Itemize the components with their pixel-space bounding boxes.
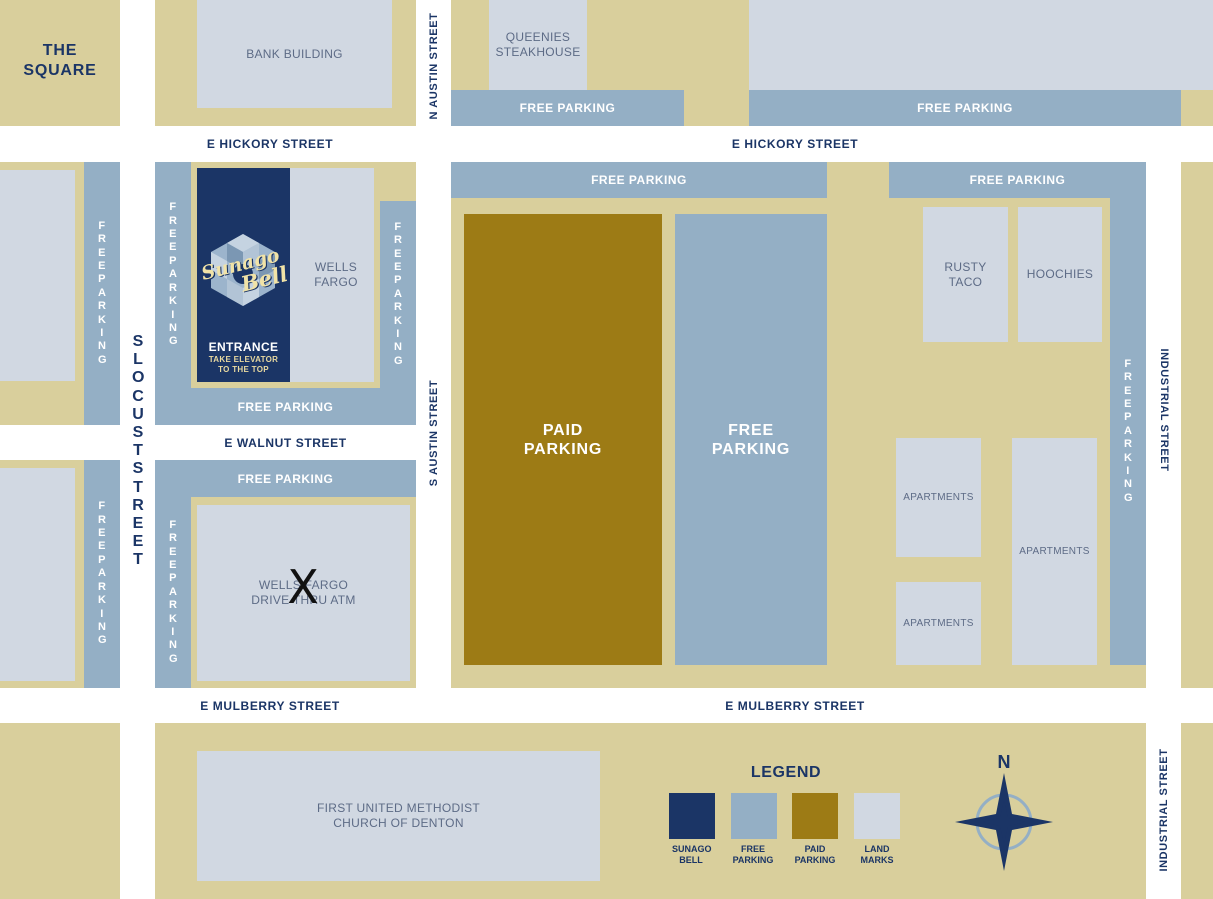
free-parking-lot: FREE PARKING [155, 460, 416, 497]
free-parking-big-label: FREE PARKING [711, 421, 791, 458]
legend-title: LEGEND [750, 764, 822, 781]
street-e-walnut: E WALNUT STREET [224, 435, 347, 450]
street-e-hickory: E HICKORY STREET [731, 137, 859, 151]
elevator-note-line2: TO THE TOP [218, 365, 269, 374]
free-parking-lot: FREE PARKING [451, 90, 684, 126]
free-parking-vertical: FREEPARKING [84, 162, 120, 425]
legend-swatch [792, 793, 838, 839]
the-square-label: THE SQUARE [23, 42, 97, 79]
paid-parking-lot[interactable]: PAID PARKING [464, 214, 662, 665]
legend: LEGEND SUNAGO BELL FREE PARKING PAID PAR… [660, 762, 910, 872]
street-industrial: INDUSTRIAL STREET [1158, 748, 1170, 872]
free-parking-lot: FREE PARKING [749, 90, 1181, 126]
landmark-apartments: APARTMENTS [1012, 438, 1097, 665]
street-e-mulberry: E MULBERRY STREET [200, 698, 340, 713]
landmark-apartments: APARTMENTS [896, 438, 981, 557]
landmark-apartments: APARTMENTS [896, 582, 981, 665]
landmark-church: FIRST UNITED METHODIST CHURCH OF DENTON [197, 751, 600, 881]
compass-north-label: N [997, 752, 1011, 772]
legend-item-free: FREE PARKING [722, 793, 784, 866]
free-parking-vertical: FREEPARKING [155, 497, 191, 688]
location-marker-x[interactable]: X [287, 560, 319, 614]
street-industrial: INDUSTRIAL STREET [1158, 348, 1170, 472]
street-e-mulberry: E MULBERRY STREET [725, 698, 865, 713]
landmark-left-building [0, 170, 75, 381]
street-s-austin: S AUSTIN STREET [428, 379, 440, 487]
free-parking-lot: FREE PARKING [451, 162, 827, 198]
street-s-locust-label: SLOCUSTSTREET [132, 333, 145, 569]
free-parking-vertical: FREEPARKING [84, 460, 120, 688]
legend-label: PAID PARKING [794, 844, 836, 865]
landmark-hoochies: HOOCHIES [1018, 207, 1102, 342]
free-parking-vertical-label: FREEPARKING [169, 518, 179, 665]
landmark-rusty-taco: RUSTY TACO [923, 207, 1008, 342]
street-n-austin: N AUSTIN STREET [428, 12, 440, 120]
block-bottom-left [0, 723, 120, 899]
street-e-hickory: E HICKORY STREET [206, 137, 334, 151]
free-parking-vertical-label: FREEPARKING [169, 201, 179, 348]
legend-swatch [731, 793, 777, 839]
sunago-bell-building[interactable]: Sunago Bell ENTRANCE TAKE ELEVATOR TO TH… [197, 168, 290, 382]
legend-item-paid: PAID PARKING [784, 793, 846, 866]
paid-parking-label: PAID PARKING [523, 421, 603, 458]
landmark-left-building [0, 468, 75, 681]
entrance-label[interactable]: ENTRANCE [208, 340, 279, 354]
block-bottom-right [1181, 723, 1213, 899]
legend-item-sunago: SUNAGO BELL [660, 793, 722, 866]
landmark-wells-fargo-atm: WELLS FARGO DRIVE THRU ATM [197, 505, 410, 681]
landmark-top-right-building [749, 0, 1213, 90]
landmark-queenies-steakhouse: QUEENIES STEAKHOUSE [489, 0, 587, 90]
legend-swatch [669, 793, 715, 839]
block-the-square [0, 0, 120, 126]
free-parking-vertical: FREEPARKING [155, 162, 191, 388]
sunago-bell-logo-icon [211, 234, 275, 306]
elevator-note-line1: TAKE ELEVATOR [208, 355, 279, 364]
legend-label: FREE PARKING [732, 844, 774, 865]
free-parking-vertical-label: FREEPARKING [98, 500, 108, 647]
landmark-wells-fargo: WELLS FARGO [290, 168, 374, 382]
free-parking-vertical: FREEPARKING [380, 201, 416, 388]
street-s-locust: SLOCUSTSTREET [129, 333, 147, 573]
free-parking-vertical: FREEPARKING [1110, 198, 1146, 665]
legend-label: SUNAGO BELL [672, 844, 712, 865]
legend-swatch [854, 793, 900, 839]
block-right-strip [1181, 162, 1213, 688]
free-parking-lot: FREE PARKING [155, 388, 416, 425]
free-parking-vertical-label: FREEPARKING [1124, 357, 1134, 504]
compass-star-icon [955, 773, 1053, 871]
free-parking-vertical-label: FREEPARKING [98, 219, 108, 366]
landmark-bank-building: BANK BUILDING [197, 0, 392, 108]
free-parking-vertical-label: FREEPARKING [394, 220, 404, 367]
free-parking-big-lot[interactable]: FREE PARKING [675, 214, 827, 665]
legend-label: LAND MARKS [860, 844, 894, 865]
legend-item-landmarks: LAND MARKS [846, 793, 908, 866]
compass-rose: N [952, 752, 1056, 877]
free-parking-lot: FREE PARKING [889, 162, 1146, 198]
